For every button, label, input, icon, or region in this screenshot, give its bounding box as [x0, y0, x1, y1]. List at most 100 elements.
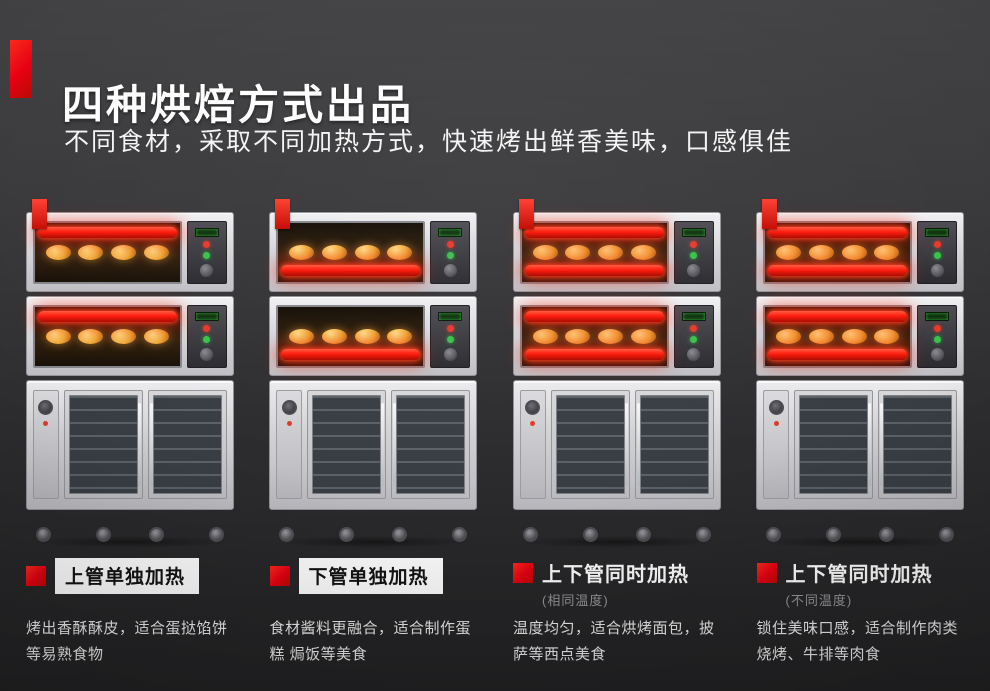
- oven-illustration: [25, 199, 234, 548]
- caster-wheel: [339, 527, 355, 542]
- caster-wheel: [939, 527, 955, 542]
- caster-wheel: [766, 527, 782, 542]
- bread: [387, 245, 413, 260]
- oven-base: [28, 510, 232, 544]
- title-accent-bar: [10, 40, 32, 98]
- indicator-light-red: [203, 241, 211, 248]
- caster-wheel: [695, 527, 711, 542]
- indicator-light-green: [203, 252, 211, 259]
- caster-wheel: [392, 527, 408, 542]
- bread: [289, 329, 315, 344]
- bread: [321, 245, 347, 260]
- door-handle: [393, 403, 397, 486]
- oven-window-top: [276, 221, 426, 284]
- bread: [598, 245, 624, 260]
- oven-illustration: [512, 199, 721, 548]
- proofer-glass-trays: [883, 395, 953, 494]
- oven-window-top: [763, 221, 913, 284]
- control-panel: [430, 221, 471, 284]
- bread: [808, 245, 834, 260]
- mode-label-block: 上下管同时加热 (不同温度): [743, 558, 979, 608]
- heat-bar-top: [524, 311, 664, 322]
- oven-window-bottom: [32, 305, 182, 368]
- mode-title: 上下管同时加热: [542, 564, 689, 586]
- proofer-door-left: [794, 390, 874, 499]
- mode-label-block: 下管单独加热: [256, 558, 492, 606]
- bread: [143, 245, 169, 260]
- proofer-indicator-light: [286, 421, 292, 426]
- proofer-cabinet: [25, 380, 234, 510]
- proofer-cabinet: [756, 380, 965, 510]
- temperature-display: [194, 312, 219, 321]
- brand-tag: [762, 199, 778, 229]
- brand-tag: [275, 199, 291, 229]
- caster-wheel: [826, 527, 842, 542]
- bread: [532, 245, 558, 260]
- mode-title: 下管单独加热: [298, 558, 443, 594]
- proofer-door-right: [878, 390, 958, 499]
- proofer-glass-trays: [639, 395, 709, 494]
- mode-title: 上管单独加热: [55, 558, 200, 594]
- proofer-indicator-light: [43, 421, 49, 426]
- door-handle: [636, 403, 640, 486]
- control-knob: [200, 348, 214, 361]
- proofer-knob: [525, 400, 541, 415]
- proofer-glass-trays: [68, 395, 138, 494]
- proofer-cabinet: [512, 380, 721, 510]
- page-title: 四种烘焙方式出品: [62, 82, 414, 129]
- proofer-knob: [768, 400, 784, 415]
- oven-image: [256, 198, 492, 556]
- proofer-door-left: [63, 390, 143, 499]
- oven-deck-bottom: [25, 296, 234, 376]
- mode-column-both-same-temp: 上下管同时加热 (相同温度) 温度均匀，适合烘烤面包，披萨等西点美食: [499, 198, 735, 669]
- oven-image: [12, 198, 248, 556]
- mode-label-block: 上管单独加热: [12, 558, 248, 606]
- oven-window-bottom: [763, 305, 913, 368]
- bread: [78, 329, 104, 344]
- bread: [532, 329, 558, 344]
- proofer-indicator-light: [773, 421, 779, 426]
- indicator-light-green: [690, 252, 698, 259]
- oven-window-bottom: [519, 305, 669, 368]
- red-square-bullet-icon: [513, 562, 533, 583]
- indicator-light-red: [933, 241, 941, 248]
- bread: [45, 245, 71, 260]
- proofer-control-panel: [32, 390, 59, 499]
- brand-tag: [518, 199, 534, 229]
- caster-wheel: [35, 527, 51, 542]
- bread: [841, 329, 867, 344]
- heat-bar-bottom: [768, 265, 908, 276]
- bread: [289, 245, 315, 260]
- control-panel: [186, 221, 227, 284]
- oven-illustration: [756, 199, 965, 548]
- proofer-door-right: [391, 390, 471, 499]
- mode-column-top-heat: 上管单独加热 烤出香酥酥皮，适合蛋挞馅饼等易熟食物: [12, 198, 248, 669]
- temperature-display: [681, 312, 706, 321]
- caster-wheel: [148, 527, 164, 542]
- bread: [321, 329, 347, 344]
- mode-description: 烤出香酥酥皮，适合蛋挞馅饼等易熟食物: [26, 620, 228, 664]
- oven-image: [743, 198, 979, 556]
- proofer-indicator-light: [530, 421, 536, 426]
- heat-bar-top: [37, 311, 177, 322]
- control-panel: [917, 221, 958, 284]
- brand-tag: [31, 199, 47, 229]
- control-knob: [200, 264, 214, 277]
- temperature-display: [925, 312, 950, 321]
- indicator-light-green: [690, 336, 698, 343]
- indicator-light-green: [933, 252, 941, 259]
- bread: [630, 329, 656, 344]
- caster-wheel: [452, 527, 468, 542]
- proofer-door-left: [550, 390, 630, 499]
- control-panel: [673, 221, 714, 284]
- oven-base: [758, 510, 962, 544]
- caster-wheel: [522, 527, 538, 542]
- oven-deck-top: [269, 212, 478, 292]
- proofer-door-left: [307, 390, 387, 499]
- heat-bar-bottom: [281, 349, 421, 360]
- bread: [565, 245, 591, 260]
- control-knob: [930, 264, 944, 277]
- mode-label-block: 上下管同时加热 (相同温度): [499, 558, 735, 608]
- control-panel: [673, 305, 714, 368]
- oven-base: [515, 510, 719, 544]
